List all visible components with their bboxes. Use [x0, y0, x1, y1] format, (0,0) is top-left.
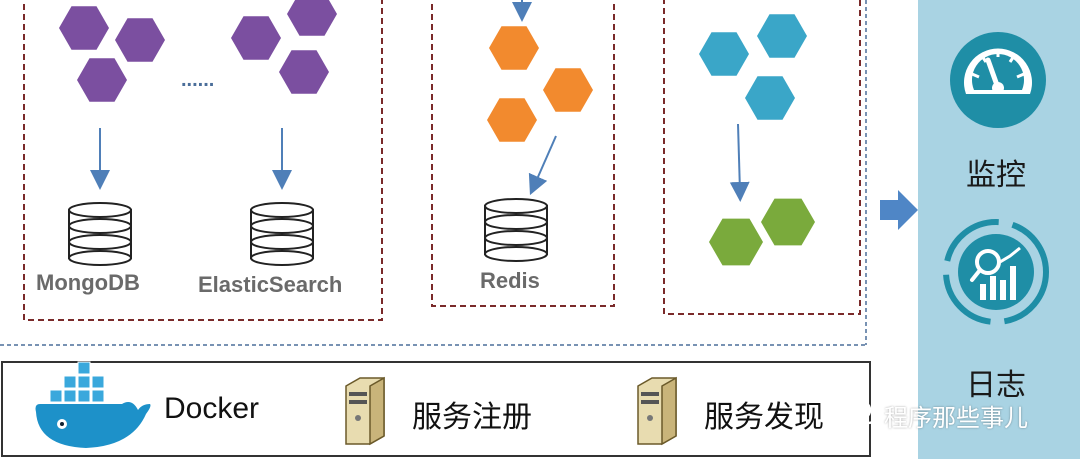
- teal-hexagon: [699, 32, 749, 76]
- green-hexagon: [709, 218, 763, 266]
- green-hexagon: [761, 198, 815, 246]
- service-discovery-label: 服务发现: [704, 400, 824, 435]
- watermark-text: 程序那些事儿: [884, 404, 1028, 432]
- database-layer: [68, 198, 548, 266]
- purple-hexagon: [59, 6, 109, 50]
- purple-hexagon: [115, 18, 165, 62]
- server-tower-icon: [345, 376, 385, 446]
- group-box-nosql: [23, 0, 383, 321]
- purple-hexagon: [279, 50, 329, 94]
- speedometer-icon: [950, 32, 1046, 128]
- label-redis: Redis: [480, 268, 540, 293]
- docker-whale-icon: [35, 361, 151, 448]
- arrow-redis: [528, 135, 557, 196]
- ellipsis: ......: [181, 69, 214, 91]
- hexagon-layer: [59, 0, 815, 266]
- group-box-teal: [663, 0, 861, 315]
- big-right-arrow-icon: [880, 190, 918, 230]
- database-icon: [68, 202, 132, 266]
- side-panel-monitor-label: 监控: [966, 158, 1026, 193]
- analytics-cycle-icon: [943, 219, 1049, 325]
- database-icon: [250, 202, 314, 266]
- side-panel-logs-label: 日志: [966, 368, 1026, 403]
- label-elasticsearch: ElasticSearch: [198, 272, 343, 297]
- docker-label: Docker: [164, 392, 260, 425]
- label-mongodb: MongoDB: [36, 270, 140, 295]
- server-tower-icon: [637, 376, 677, 446]
- teal-hexagon: [745, 76, 795, 120]
- purple-hexagon: [231, 16, 281, 60]
- purple-hexagon: [287, 0, 337, 36]
- orange-hexagon: [543, 68, 593, 112]
- database-icon: [484, 198, 548, 262]
- teal-hexagon: [757, 14, 807, 58]
- service-register-label: 服务注册: [412, 400, 532, 435]
- orange-hexagon: [487, 98, 537, 142]
- arrow-teal: [729, 123, 750, 202]
- purple-hexagon: [77, 58, 127, 102]
- wechat-icon: [844, 398, 879, 425]
- orange-hexagon: [489, 26, 539, 70]
- group-box-redis: [431, 0, 615, 307]
